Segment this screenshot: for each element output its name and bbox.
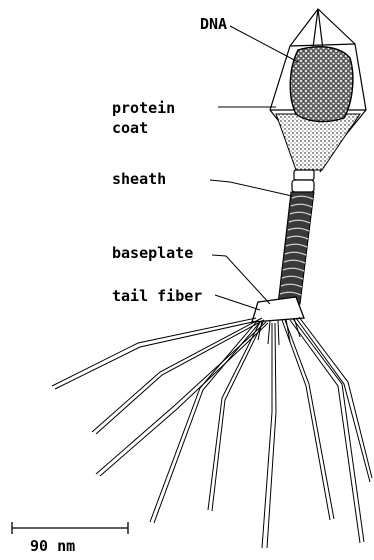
neck [292,170,314,192]
tail-fiber-label: tail fiber [112,287,202,305]
dna-core [290,47,353,122]
collar [276,114,360,170]
scale-bar [12,522,128,534]
spikes [258,318,300,345]
sheath-tail [278,192,314,304]
protein-coat-label-line2: coat [112,119,148,137]
baseplate-label: baseplate [112,244,193,262]
protein-coat-label-line1: protein [112,99,175,117]
sheath-label: sheath [112,170,166,188]
dna-label: DNA [200,15,227,33]
tail-fibers [52,317,372,548]
scale-bar-label: 90 nm [30,537,75,555]
